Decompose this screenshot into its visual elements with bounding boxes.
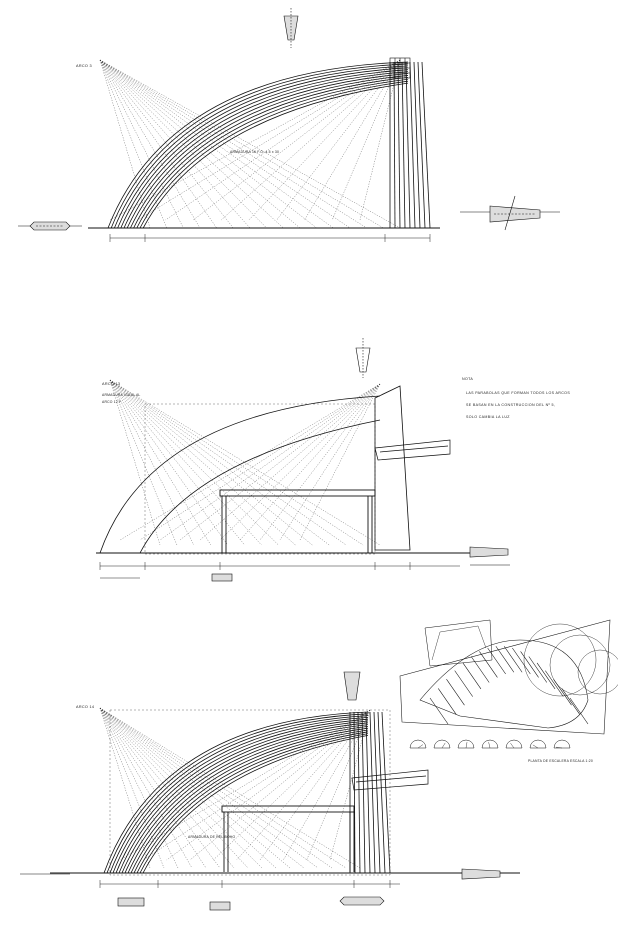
note-block: NOTA LAS PARABOLAS QUE FORMAN TODOS LOS … xyxy=(462,377,570,419)
rib-section-detail-middle xyxy=(355,338,371,378)
construction-lines-middle xyxy=(109,379,381,546)
crown-detail-top xyxy=(389,57,411,79)
beam-section-detail-middle xyxy=(211,573,233,582)
stair-treads xyxy=(429,646,589,725)
radius-circle-3 xyxy=(577,649,618,695)
panel-note-middle-1: ARMADURA IGUAL AL xyxy=(102,393,141,397)
panel-title-middle: ARCO 13 xyxy=(102,382,120,386)
portal-frame-bottom xyxy=(221,805,355,872)
arch-elevation-middle: ARCO 13 ARMADURA IGUAL AL ARCO 12 F. xyxy=(96,338,570,582)
portal-frame-middle xyxy=(219,489,376,553)
stair-top-curve xyxy=(431,625,487,661)
note-line-1: LAS PARABOLAS QUE FORMAN TODOS LOS ARCOS xyxy=(466,391,570,395)
arch-rib-bundle-top xyxy=(107,61,409,229)
column-top xyxy=(389,61,431,229)
panel-note-top: ARMADURA 16 F.O. 4.5 x 30 xyxy=(230,150,279,154)
panel-title-top: ARCO 3 xyxy=(76,64,92,68)
rib-section-detail-bottom xyxy=(343,671,361,701)
rib-section-detail-top xyxy=(283,8,299,48)
cantilever-beam-bottom xyxy=(351,769,429,791)
stair-base-outline xyxy=(399,619,611,735)
dimension-line-middle xyxy=(99,562,460,579)
arch-rib-middle xyxy=(99,395,381,554)
stair-top-detail xyxy=(424,619,493,667)
stair-flight xyxy=(419,639,589,729)
arch-elevation-bottom: ARCO 14 ARMADURA xyxy=(20,671,520,911)
frame-outline-bottom xyxy=(109,709,391,876)
arch-elevation-top: ARCO 3 xyxy=(18,8,560,242)
section-detail-right-middle xyxy=(469,546,510,566)
step-profile-row xyxy=(409,739,571,749)
dimension-line-bottom xyxy=(99,880,400,888)
note-heading: NOTA xyxy=(462,377,473,381)
cantilever-beam-middle xyxy=(374,439,451,461)
stair-plan-detail xyxy=(399,619,618,749)
panel-note-bottom: ARMADURA DE REL.BOHO xyxy=(188,835,235,839)
column-bottom xyxy=(349,711,391,874)
section-details-bottom xyxy=(20,868,501,911)
note-line-3: SOLO CAMBIA LA LUZ xyxy=(466,415,510,419)
stair-plan-caption: PLANTA DE ESCALERA ESCALA 1:20 xyxy=(528,759,593,763)
radius-circle-2 xyxy=(549,634,611,696)
wall-block-middle xyxy=(374,385,411,551)
section-detail-left-top xyxy=(18,221,82,231)
note-line-2: SE BASAN EN LA CONSTRUCCION DEL Nº 5, xyxy=(466,403,555,407)
panel-note-middle-2: ARCO 12 F. xyxy=(102,400,122,404)
dimension-line-top xyxy=(109,234,431,242)
arch-rib-bundle-bottom xyxy=(103,711,369,874)
panel-title-bottom: ARCO 14 xyxy=(76,705,94,709)
radius-circle-1 xyxy=(523,623,597,697)
section-detail-right-top xyxy=(460,195,560,231)
